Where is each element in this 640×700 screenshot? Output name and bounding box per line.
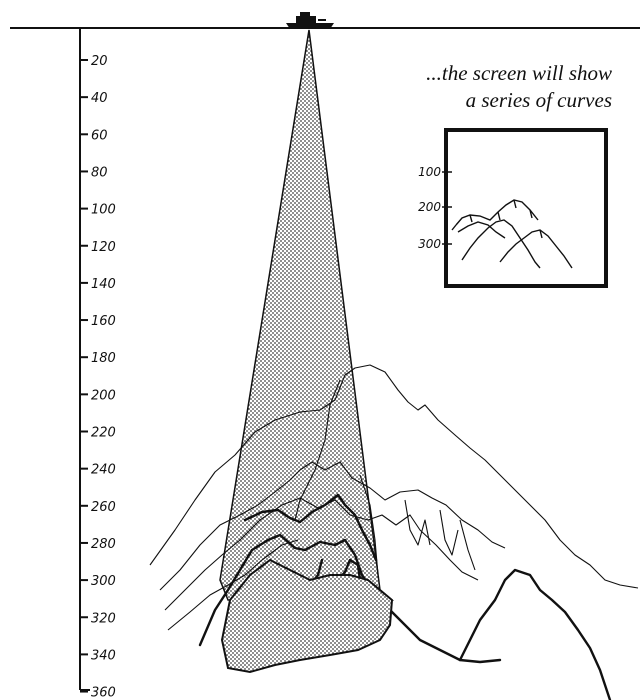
- boat-icon: [286, 12, 334, 29]
- inset-sonar-screen: 100 200 300: [418, 128, 608, 288]
- depth-label: 40: [91, 91, 108, 106]
- caption-line-2: a series of curves: [465, 88, 612, 112]
- depth-label: 300: [91, 574, 116, 589]
- depth-label: 200: [91, 388, 116, 403]
- depth-label: 340: [91, 648, 116, 663]
- depth-label: 180: [91, 351, 116, 366]
- seabed-rock: [220, 558, 394, 674]
- terrain-outlines-thick: [198, 493, 612, 700]
- depth-label: 320: [91, 611, 116, 626]
- depth-label: 160: [91, 314, 116, 329]
- depth-label: 60: [91, 128, 108, 143]
- depth-label: 260: [91, 500, 116, 515]
- caption: ...the screen will show a series of curv…: [426, 60, 612, 114]
- inset-depth-label: 100: [418, 165, 441, 179]
- depth-label: 220: [91, 426, 116, 441]
- terrain-outlines-thin: [149, 364, 639, 631]
- depth-label: 280: [91, 537, 116, 552]
- depth-label: 80: [91, 165, 108, 180]
- sonar-echo-curves: [451, 199, 573, 269]
- depth-label: 20: [91, 54, 108, 69]
- inset-depth-label: 200: [418, 200, 441, 214]
- sonar-beam-cone: [219, 29, 395, 601]
- depth-label: 140: [91, 277, 116, 292]
- depth-label: 100: [91, 203, 116, 218]
- depth-scale: 20 40 60 80 100 120 140 160 180 200 220 240 260 280 30…: [79, 28, 116, 700]
- depth-label: 240: [91, 463, 116, 478]
- inset-depth-label: 300: [418, 237, 441, 251]
- inset-screen-frame: [444, 128, 608, 288]
- caption-line-1: ...the screen will show: [426, 61, 612, 85]
- depth-label: 120: [91, 240, 116, 255]
- depth-label: 360: [91, 686, 116, 700]
